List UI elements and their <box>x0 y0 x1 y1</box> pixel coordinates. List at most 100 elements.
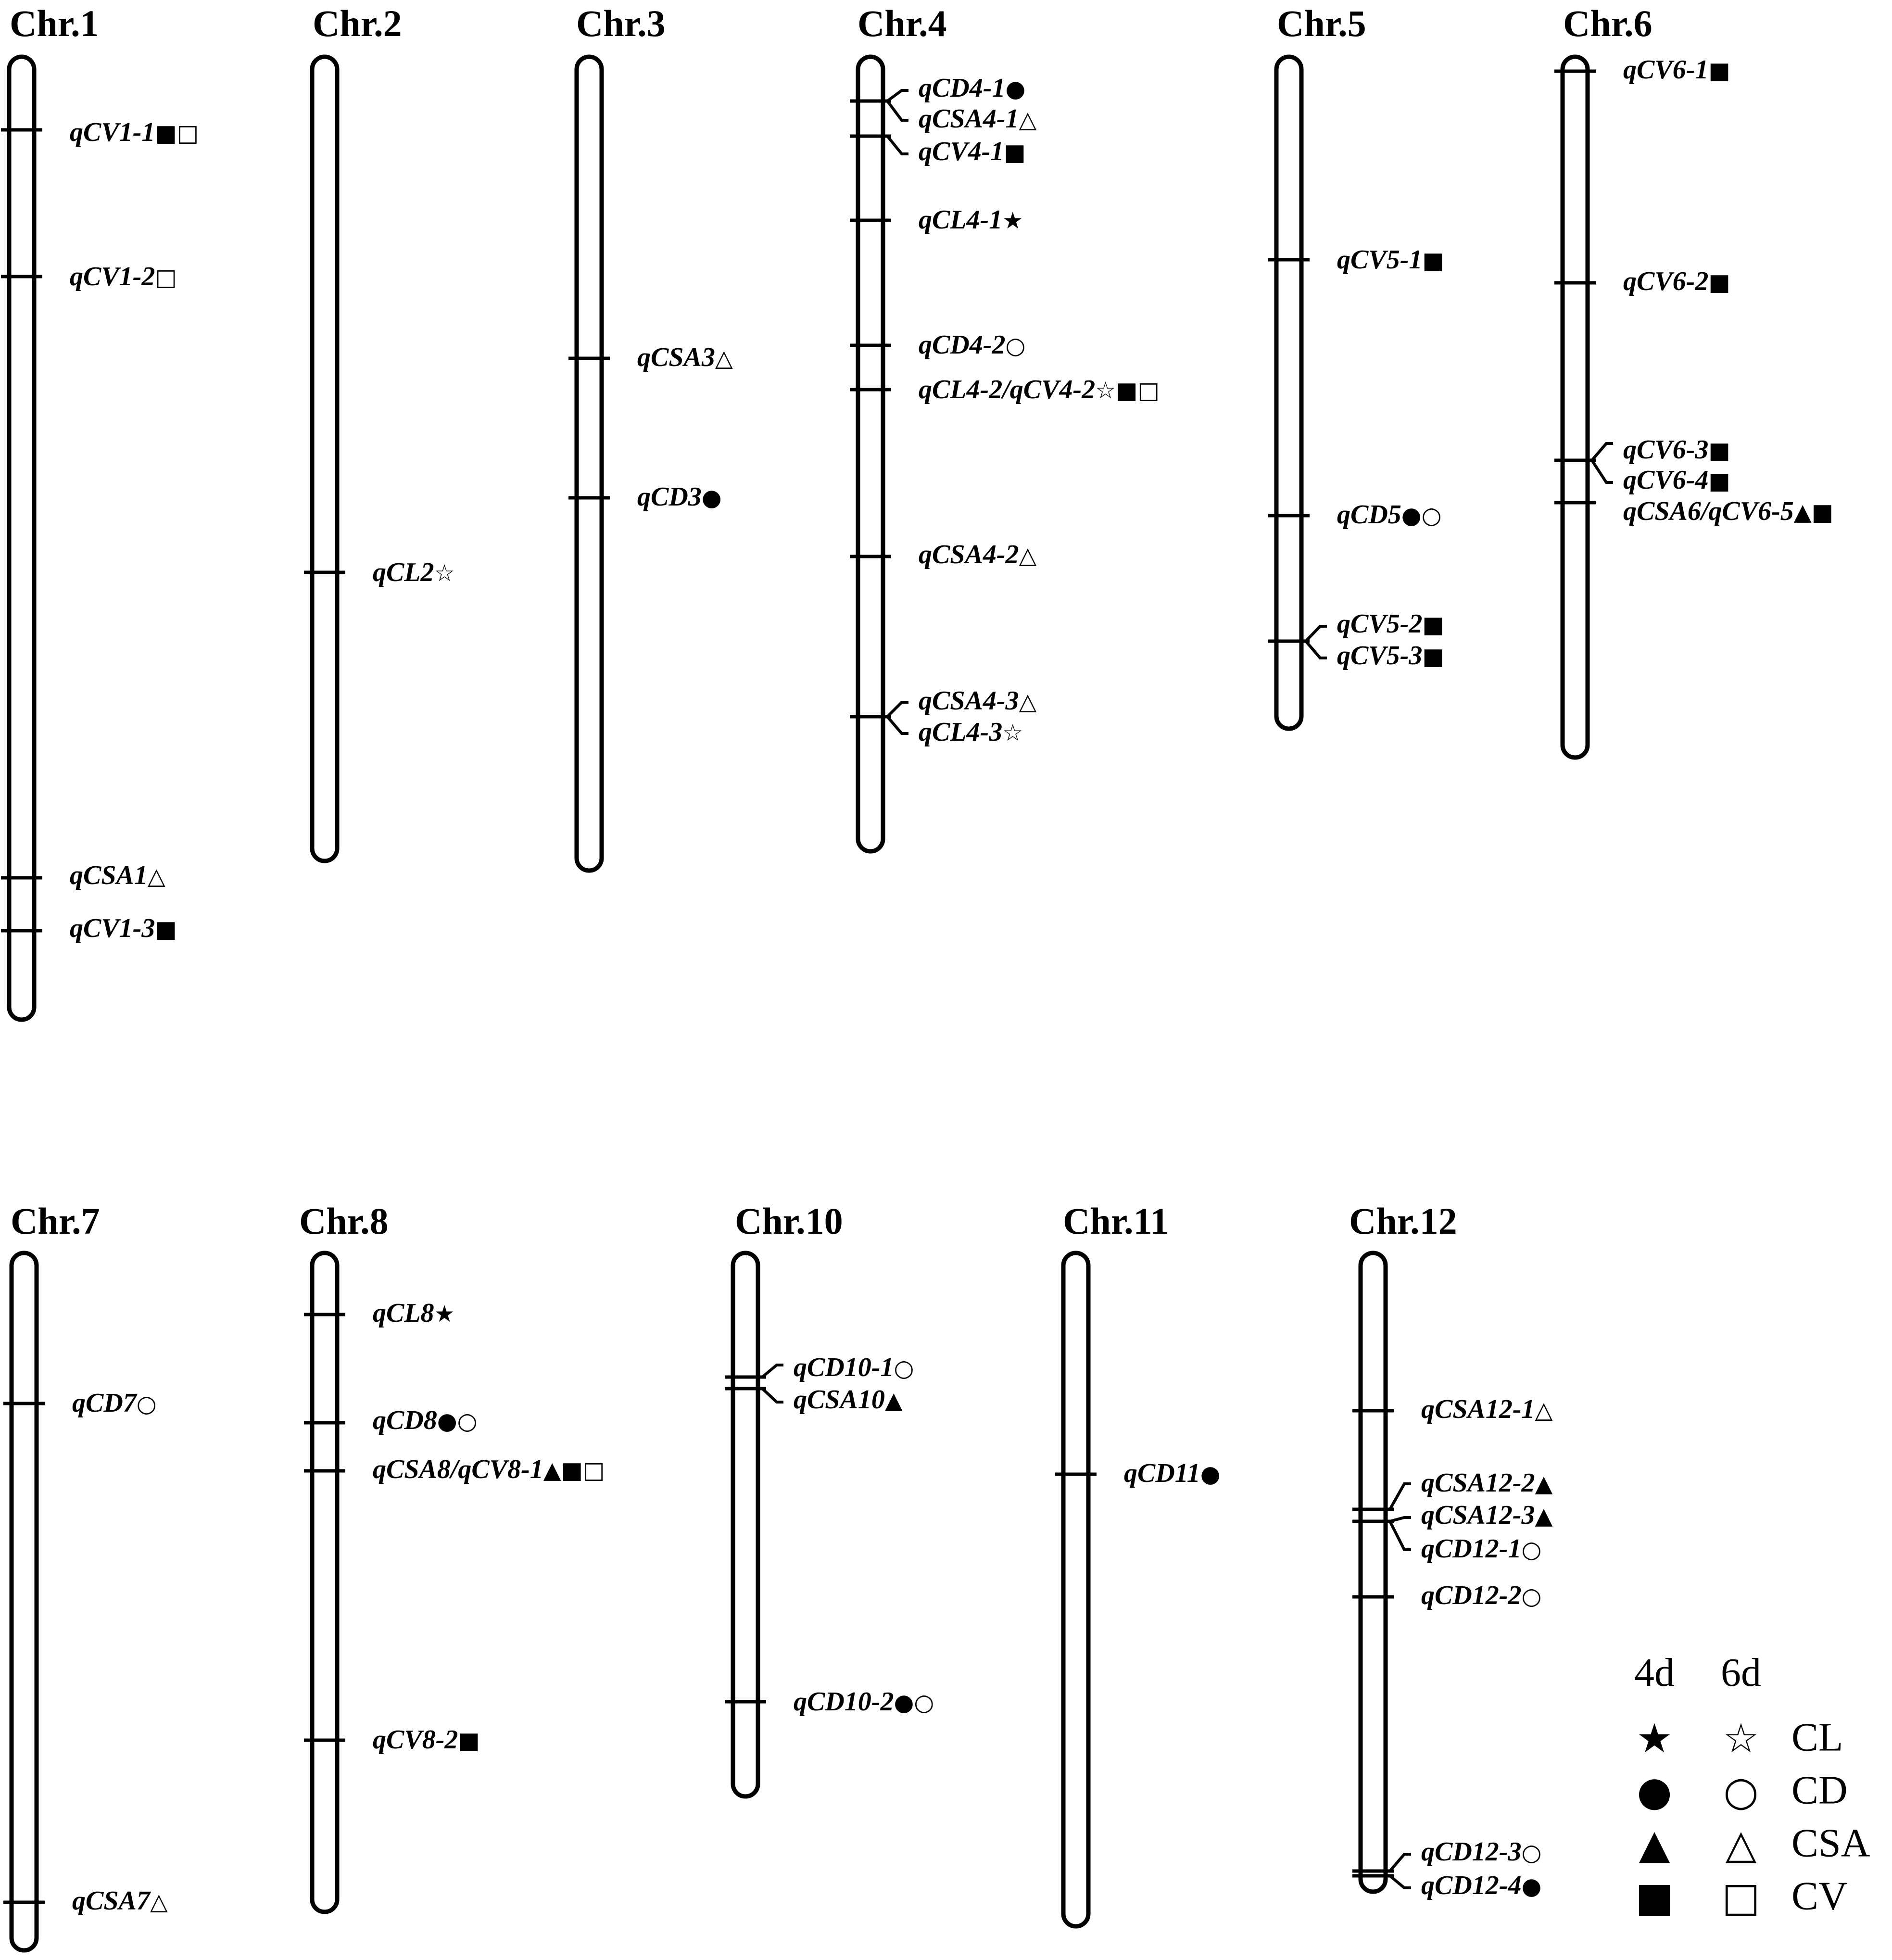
qtl-label: qCV1-3■ <box>70 913 177 943</box>
chromosome-body <box>310 54 340 863</box>
qtl-qCV5-1: qCV5-1■ <box>1268 245 1444 275</box>
qtl-symbols: ☆ <box>1002 720 1023 746</box>
qtl-leader-line <box>886 135 908 155</box>
qtl-label: qCV5-1■ <box>1337 245 1444 275</box>
qtl-symbols: △ <box>1019 106 1037 133</box>
chromosome-body <box>7 54 37 1022</box>
qtl-symbols: ■ <box>1004 139 1025 166</box>
qtl-label: qCSA10▲ <box>794 1385 903 1415</box>
chromosome-body <box>856 54 885 854</box>
qtl-name: qCD10-1 <box>794 1353 894 1382</box>
qtl-name: qCV6-3 <box>1623 435 1708 465</box>
qtl-qCD12-2: qCD12-2○ <box>1352 1581 1541 1610</box>
qtl-label: qCV6-3■ <box>1623 435 1730 465</box>
qtl-name: qCSA10 <box>794 1385 885 1415</box>
chromosome-body <box>1061 1251 1091 1929</box>
qtl-symbols: ○ <box>1521 1536 1541 1563</box>
qtl-name: qCD10-2 <box>794 1687 894 1717</box>
qtl-symbols: ■ <box>1422 247 1444 274</box>
qtl-name: qCSA8/qCV8-1 <box>373 1454 543 1484</box>
chromosome-title: Chr.7 <box>11 1200 100 1242</box>
chromosome-title: Chr.1 <box>10 2 99 44</box>
legend-open-symbol: △ <box>1726 1821 1757 1868</box>
qtl-symbols: △ <box>715 345 733 372</box>
qtl-leader-line <box>886 701 908 718</box>
qtl-leader-line <box>761 1387 783 1404</box>
qtl-name: qCV5-1 <box>1337 245 1422 275</box>
qtl-symbols: ■ <box>1708 57 1730 84</box>
qtl-qCD10-2: qCD10-2●○ <box>725 1687 934 1717</box>
legend-open-symbol: ☆ <box>1723 1715 1759 1762</box>
qtl-symbols: □ <box>155 264 177 291</box>
qtl-label: qCD4-1● <box>919 73 1025 103</box>
qtl-label: qCV8-2■ <box>373 1725 480 1755</box>
qtl-qCV8-2: qCV8-2■ <box>304 1725 480 1755</box>
qtl-name: qCSA3 <box>637 342 715 372</box>
chromosome-body <box>731 1251 760 1799</box>
qtl-label: qCD10-2●○ <box>794 1687 934 1717</box>
qtl-symbols: ▲■□ <box>543 1457 605 1484</box>
qtl-symbols: ●○ <box>1401 502 1442 529</box>
legend-header-4d: 4d <box>1634 1650 1675 1695</box>
qtl-qCD12-4: qCD12-4● <box>1352 1871 1541 1900</box>
chromosome-body <box>1274 54 1304 731</box>
qtl-label: qCL4-1★ <box>919 205 1023 235</box>
legend-row-cv: ■□CV <box>1635 1873 1847 1921</box>
qtl-symbols: △ <box>1019 688 1037 715</box>
qtl-name: qCL4-1 <box>919 205 1002 235</box>
qtl-symbols: ■ <box>1708 468 1730 494</box>
qtl-symbols: ■ <box>1708 269 1730 296</box>
qtl-name: qCD4-1 <box>919 73 1005 103</box>
legend-trait-label: CL <box>1791 1715 1843 1759</box>
legend-trait-label: CSA <box>1791 1821 1870 1865</box>
chromosome-1: Chr.1 qCV1-1■□ qCV1-2□ qCSA1△ qCV1-3■ <box>1 2 199 1022</box>
qtl-qCV1-2: qCV1-2□ <box>1 262 177 291</box>
qtl-leader-line <box>1590 442 1613 461</box>
qtl-name: qCV1-2 <box>70 262 155 291</box>
qtl-qCD10-1: qCD10-1○ <box>725 1353 914 1382</box>
qtl-leader-line <box>1389 1516 1411 1523</box>
qtl-label: qCL4-3☆ <box>919 717 1023 747</box>
qtl-symbols: ■□ <box>155 120 199 147</box>
qtl-qCD7: qCD7○ <box>3 1388 157 1418</box>
qtl-symbols: ● <box>1200 1461 1221 1488</box>
qtl-name: qCV6-2 <box>1623 266 1708 296</box>
qtl-symbols: ▲ <box>1535 1470 1553 1497</box>
qtl-leader-line <box>886 716 908 735</box>
qtl-qCSA4-3: qCSA4-3△ <box>850 686 1037 719</box>
qtl-label: qCV6-2■ <box>1623 266 1730 296</box>
chromosome-body <box>9 1251 39 1953</box>
qtl-name: qCSA4-3 <box>919 686 1019 716</box>
qtl-label: qCD8●○ <box>373 1405 478 1435</box>
qtl-symbols: ●○ <box>894 1689 934 1716</box>
qtl-label: qCSA12-3▲ <box>1421 1500 1553 1530</box>
qtl-label: qCD4-2○ <box>919 330 1025 360</box>
qtl-symbols: ■ <box>155 916 177 943</box>
qtl-name: qCD12-3 <box>1421 1837 1521 1867</box>
qtl-qCV1-1: qCV1-1■□ <box>1 117 199 147</box>
qtl-symbols: ☆■□ <box>1095 377 1160 404</box>
chromosome-title: Chr.6 <box>1563 2 1652 44</box>
qtl-label: qCD5●○ <box>1337 500 1442 530</box>
qtl-label: qCSA12-1△ <box>1421 1394 1553 1424</box>
qtl-label: qCSA4-2△ <box>919 540 1037 569</box>
qtl-name: qCD12-2 <box>1421 1581 1521 1610</box>
chromosome-title: Chr.10 <box>735 1200 843 1242</box>
qtl-symbols: ○ <box>894 1355 914 1382</box>
qtl-qCSA1: qCSA1△ <box>1 860 165 890</box>
qtl-qCSA3: qCSA3△ <box>568 342 733 372</box>
qtl-qCL4-1: qCL4-1★ <box>850 205 1023 235</box>
qtl-name: qCSA4-1 <box>919 104 1019 134</box>
qtl-leader-line <box>886 89 908 102</box>
qtl-qCD4-1: qCD4-1● <box>850 73 1025 103</box>
qtl-qCSA4-1: qCSA4-1△ <box>850 99 1037 134</box>
qtl-name: qCD8 <box>373 1405 437 1435</box>
qtl-name: qCV1-3 <box>70 913 155 943</box>
qtl-name: qCD12-4 <box>1421 1871 1521 1900</box>
chromosome-title: Chr.4 <box>858 2 947 44</box>
qtl-label: qCD12-2○ <box>1421 1581 1541 1610</box>
qtl-label: qCV4-1■ <box>919 137 1026 166</box>
qtl-label: qCV6-1■ <box>1623 55 1730 85</box>
